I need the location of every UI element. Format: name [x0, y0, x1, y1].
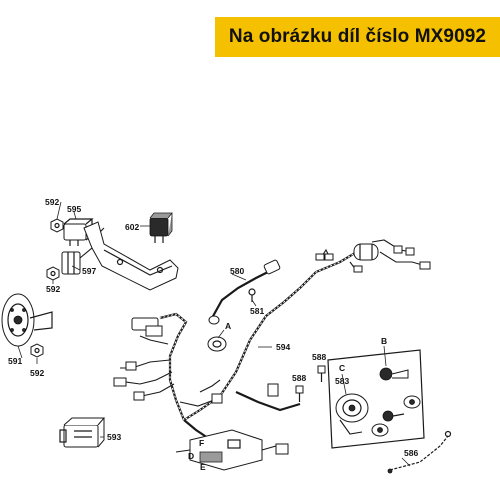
callout-594: 594 [276, 342, 290, 352]
connector-part [393, 245, 403, 254]
connector-part [125, 361, 137, 371]
nut-part [30, 343, 44, 358]
seat-cable-part [387, 430, 452, 474]
banner-text: Na obrázku díl číslo MX9092 [228, 26, 487, 47]
callout-595: 595 [67, 204, 81, 214]
callout-D: D [188, 451, 194, 461]
connector-part [419, 261, 431, 270]
callout-586: 586 [404, 448, 418, 458]
noise-filter-part [353, 243, 379, 261]
ignition-set-box [327, 349, 425, 449]
callout-592: 592 [46, 284, 60, 294]
callout-592: 592 [30, 368, 44, 378]
connector-part [324, 253, 334, 261]
sensor-cable-part [208, 259, 281, 325]
bracket-part [83, 221, 179, 291]
switch-housing-part [175, 429, 289, 471]
callout-labels: 592 595 602 597 592 580 581 A 594 591 59… [8, 197, 418, 472]
callout-592: 592 [45, 197, 59, 207]
callout-581: 581 [250, 306, 264, 316]
part-number-banner: Na obrázku díl číslo MX9092 [215, 17, 500, 57]
callout-588: 588 [312, 352, 326, 362]
fuse-holder-part [61, 227, 105, 275]
bolt-part [295, 385, 304, 402]
leader-lines [17, 201, 411, 467]
callout-602: 602 [125, 222, 139, 232]
callout-593: 593 [107, 432, 121, 442]
nut-part [46, 266, 60, 281]
callout-597: 597 [82, 266, 96, 276]
callout-F: F [199, 438, 204, 448]
connector-part [133, 391, 145, 401]
connector-part [353, 265, 363, 273]
callout-591: 591 [8, 356, 22, 366]
connector-part [211, 393, 223, 404]
grommet-part [207, 336, 227, 352]
connector-part [315, 253, 325, 261]
callout-E: E [200, 462, 206, 472]
connector-part [405, 247, 415, 256]
callout-588: 588 [292, 373, 306, 383]
connector-part [267, 383, 279, 397]
connector-part [145, 325, 163, 337]
connector-part [113, 377, 127, 387]
callout-A: A [225, 321, 231, 331]
callout-583: 583 [335, 376, 349, 386]
flasher-relay-part [149, 212, 173, 243]
regulator-part [59, 417, 106, 448]
bolt-part [317, 365, 326, 382]
callout-C: C [339, 363, 345, 373]
nut-part [50, 218, 64, 233]
callout-580: 580 [230, 266, 244, 276]
horn-part [1, 293, 53, 347]
callout-B: B [381, 336, 387, 346]
